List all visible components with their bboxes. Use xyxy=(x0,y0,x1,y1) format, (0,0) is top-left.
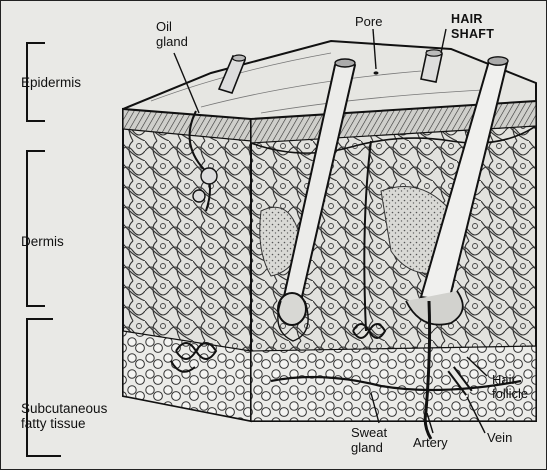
skin-block-side-face xyxy=(123,109,251,421)
dermis-bracket xyxy=(27,151,45,306)
subcutaneous-bracket xyxy=(27,319,61,456)
pore xyxy=(374,71,379,74)
epidermis-label: Epidermis xyxy=(21,75,81,90)
sweat-gland-label: Sweat gland xyxy=(351,425,411,455)
hair-follicle-label: Hair follicle xyxy=(492,373,546,401)
vein-label: Vein xyxy=(487,430,512,445)
artery-label: Artery xyxy=(413,435,448,450)
oil-gland-label: Oil gland xyxy=(156,19,216,49)
subcutaneous-fatty-tissue-label: Subcutaneous fatty tissue xyxy=(21,401,121,431)
hair-shaft-label: HAIR SHAFT xyxy=(451,12,511,42)
pore-label: Pore xyxy=(355,14,382,29)
dermis-label: Dermis xyxy=(21,234,64,249)
